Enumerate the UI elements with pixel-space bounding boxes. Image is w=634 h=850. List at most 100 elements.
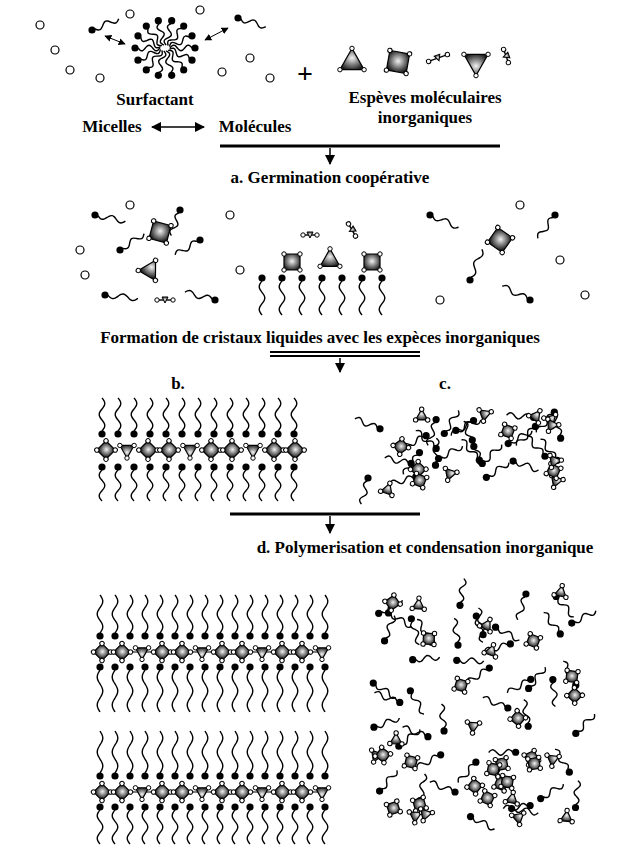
- surfactant-tail: [462, 440, 478, 458]
- species-oxygen: [509, 812, 515, 818]
- surfactant-head: [276, 632, 283, 639]
- surfactant-head: [510, 457, 517, 464]
- species-oxygen: [535, 420, 541, 426]
- species-oxygen: [199, 447, 205, 453]
- surfactant-tail: [131, 470, 137, 501]
- surfactant-head: [527, 676, 534, 683]
- species-oxygen: [421, 642, 426, 647]
- surfactant-head: [226, 430, 233, 437]
- species-oxygen: [491, 642, 497, 648]
- surfactant-tail: [172, 670, 178, 712]
- surfactant-head: [470, 443, 477, 450]
- surfactant-head: [551, 211, 558, 218]
- caption-label: d. Polymerisation et condensation inorga…: [257, 538, 594, 558]
- species-oxygen: [406, 809, 412, 815]
- surfactant-head: [96, 803, 103, 810]
- surfactant-head: [454, 641, 461, 648]
- species-oxygen: [387, 751, 393, 757]
- species-oxygen: [445, 478, 450, 483]
- surfactant-head: [526, 296, 533, 303]
- surfactant-head: [375, 610, 382, 617]
- surfactant-tail: [355, 418, 377, 428]
- surfactant-tail: [516, 597, 525, 620]
- surfactant-head: [441, 430, 448, 437]
- species-oxygen: [405, 445, 411, 451]
- species-oxygen: [563, 595, 568, 600]
- species-core: [340, 48, 364, 69]
- species-oxygen: [381, 760, 387, 766]
- species-oxygen: [388, 607, 394, 613]
- species-oxygen: [495, 774, 501, 780]
- surfactant-head: [290, 463, 297, 470]
- surfactant-head: [261, 803, 268, 810]
- surfactant-tail: [147, 470, 153, 501]
- surfactant-tail: [460, 658, 484, 664]
- species-oxygen: [170, 649, 176, 655]
- inorganic-species: [133, 646, 151, 662]
- surfactant-tail: [115, 398, 121, 431]
- surfactant-head: [96, 663, 103, 670]
- surfactant-tail: [185, 290, 212, 299]
- species-oxygen: [239, 797, 245, 803]
- surfactant-head: [246, 632, 253, 639]
- surfactant-head: [186, 663, 193, 670]
- surfactant-tail: [507, 680, 528, 693]
- caption-label: a. Germination coopérative: [231, 168, 430, 188]
- species-oxygen: [560, 583, 565, 588]
- surfactant-head: [541, 453, 548, 460]
- surfactant-tail: [157, 731, 163, 773]
- surfactant-head: [261, 772, 268, 779]
- species-core: [546, 464, 561, 479]
- surfactant-tail: [292, 810, 298, 844]
- species-oxygen: [391, 592, 397, 598]
- inorganic-species: [443, 464, 461, 483]
- surfactant-tail: [202, 670, 208, 712]
- surfactant-tail: [202, 595, 208, 633]
- surfactant-tail: [247, 670, 253, 712]
- down-arrow: [329, 516, 331, 533]
- surfactant-tail: [195, 398, 201, 431]
- surfactant-head: [188, 57, 195, 64]
- species-oxygen: [506, 60, 512, 66]
- species-oxygen: [419, 407, 423, 411]
- surfactant-tail: [157, 24, 164, 45]
- surfactant-head: [276, 663, 283, 670]
- species-oxygen: [557, 422, 562, 427]
- species-oxygen: [565, 808, 570, 813]
- species-oxygen: [487, 629, 493, 635]
- species-oxygen: [407, 51, 412, 56]
- species-oxygen: [397, 601, 403, 607]
- inorganic-species: [290, 640, 313, 663]
- surfactant-head: [246, 803, 253, 810]
- species-oxygen: [112, 447, 118, 453]
- surfactant-head: [338, 274, 345, 281]
- species-oxygen: [146, 646, 150, 650]
- inorganic-species: [509, 805, 531, 827]
- species-oxygen: [549, 763, 555, 769]
- species-oxygen: [266, 786, 270, 790]
- surfactant-head: [231, 803, 238, 810]
- species-oxygen: [418, 806, 423, 811]
- species-oxygen: [501, 47, 507, 53]
- species-oxygen: [378, 252, 382, 256]
- separator-bar: [220, 145, 500, 148]
- inorganic-species: [170, 640, 193, 663]
- inorganic-species: [421, 631, 437, 647]
- surfactant-tail: [516, 462, 539, 471]
- surfactant-tail: [292, 670, 298, 712]
- inorganic-species: [384, 48, 412, 76]
- equilibrium-arrow: [152, 126, 204, 128]
- surfactant-tail: [112, 810, 118, 844]
- surfactant-tail: [578, 714, 595, 731]
- surfactant-tail: [574, 781, 580, 805]
- inorganic-species: [544, 748, 564, 769]
- surfactant-head: [505, 440, 512, 447]
- counter-ion: [36, 21, 44, 29]
- surfactant-head: [370, 679, 377, 686]
- surfactant-head: [171, 632, 178, 639]
- surfactant-head: [566, 769, 573, 776]
- species-oxygen: [487, 616, 493, 622]
- species-oxygen: [462, 52, 466, 56]
- species-oxygen: [251, 456, 255, 460]
- surfactant-tail: [195, 470, 201, 501]
